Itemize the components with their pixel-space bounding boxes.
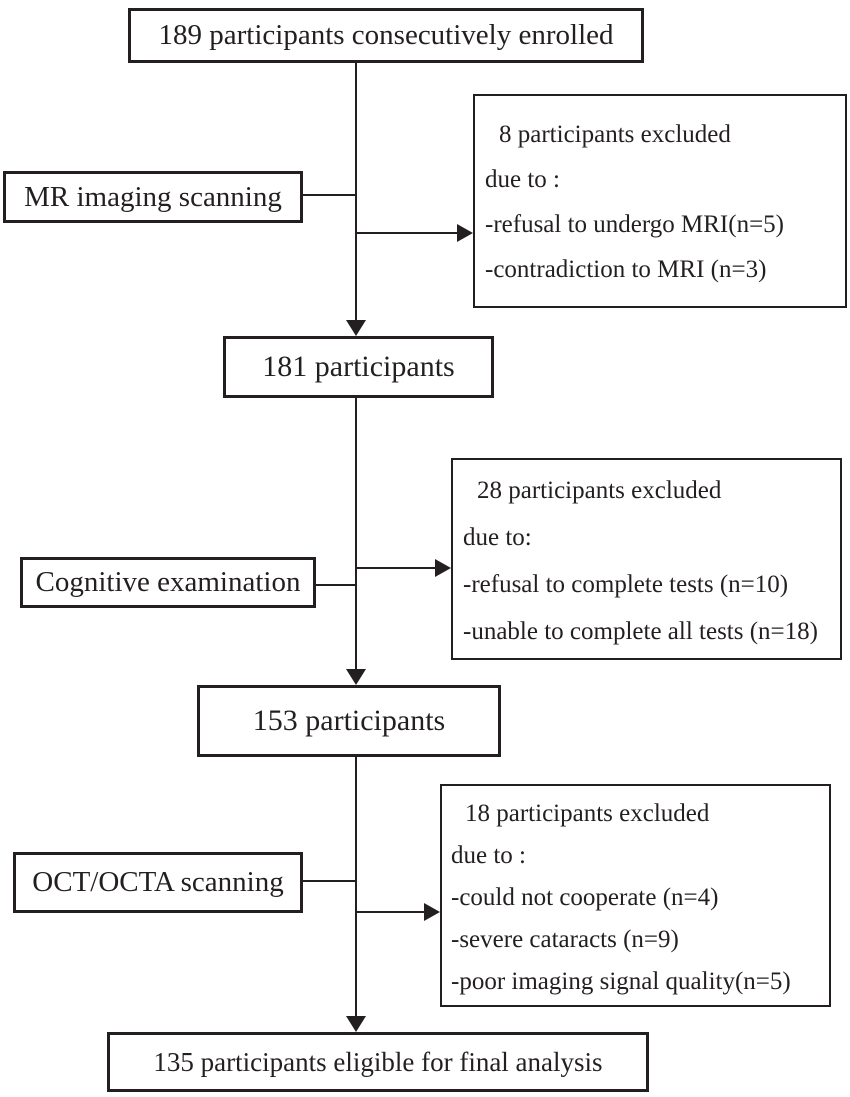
excluded-oct-line: -severe cataracts (n=9) <box>451 926 679 953</box>
node-enrolled-label: 189 participants consecutively enrolled <box>158 19 614 51</box>
excluded-mri-line: -contradiction to MRI (n=3) <box>485 256 767 283</box>
arrow-line-to-excluded-oct <box>355 911 425 913</box>
excluded-cognitive-line: -refusal to complete tests (n=10) <box>463 571 789 598</box>
flow-line-181-to-153 <box>355 398 357 670</box>
connector-oct-scanning <box>302 880 357 882</box>
node-final-analysis: 135 participants eligible for final anal… <box>107 1032 649 1092</box>
excluded-cognitive-line: 28 participants excluded <box>477 477 722 504</box>
excluded-mri-line: 8 participants excluded <box>499 121 731 148</box>
flow-line-153-to-final <box>355 757 357 1017</box>
excluded-cognitive-line: -unable to complete all tests (n=18) <box>463 618 818 645</box>
arrow-line-to-excluded-cognitive <box>355 567 436 569</box>
node-final-analysis-label: 135 participants eligible for final anal… <box>153 1046 603 1077</box>
node-mr-imaging-scanning: MR imaging scanning <box>3 171 303 223</box>
connector-cognitive-exam <box>315 584 357 586</box>
excluded-oct-line: -could not cooperate (n=4) <box>451 884 719 911</box>
excluded-oct-line: -poor imaging signal quality(n=5) <box>451 968 791 995</box>
node-excluded-oct: 18 participants excluded due to : -could… <box>440 784 831 1007</box>
flow-line-enrolled-to-181 <box>355 63 357 321</box>
node-181-participants: 181 participants <box>223 336 494 398</box>
arrowhead-right-to-excluded-mri <box>457 224 473 242</box>
node-oct-octa-scanning: OCT/OCTA scanning <box>13 852 303 913</box>
arrow-line-to-excluded-mri <box>355 232 458 234</box>
node-excluded-cognitive: 28 participants excluded due to: -refusa… <box>451 458 842 660</box>
node-153-participants-label: 153 participants <box>252 704 446 737</box>
node-oct-octa-scanning-label: OCT/OCTA scanning <box>32 866 284 898</box>
excluded-mri-line: -refusal to undergo MRI(n=5) <box>485 211 784 238</box>
arrowhead-right-to-excluded-oct <box>424 903 440 921</box>
excluded-mri-line: due to : <box>485 166 560 193</box>
node-cognitive-examination-label: Cognitive examination <box>35 566 301 598</box>
node-cognitive-examination: Cognitive examination <box>20 557 316 608</box>
excluded-oct-line: due to : <box>451 842 526 869</box>
node-excluded-mri: 8 participants excluded due to : -refusa… <box>473 94 847 308</box>
node-enrolled: 189 participants consecutively enrolled <box>128 8 644 63</box>
arrowhead-down-to-181 <box>346 320 366 336</box>
excluded-oct-line: 18 participants excluded <box>465 800 710 827</box>
node-153-participants: 153 participants <box>197 685 501 757</box>
arrowhead-down-to-final <box>346 1016 366 1032</box>
node-181-participants-label: 181 participants <box>262 350 455 383</box>
node-mr-imaging-scanning-label: MR imaging scanning <box>24 180 282 213</box>
arrowhead-down-to-153 <box>346 669 366 685</box>
excluded-cognitive-line: due to: <box>463 524 532 551</box>
connector-mr-scanning <box>302 194 357 196</box>
arrowhead-right-to-excluded-cognitive <box>435 559 451 577</box>
